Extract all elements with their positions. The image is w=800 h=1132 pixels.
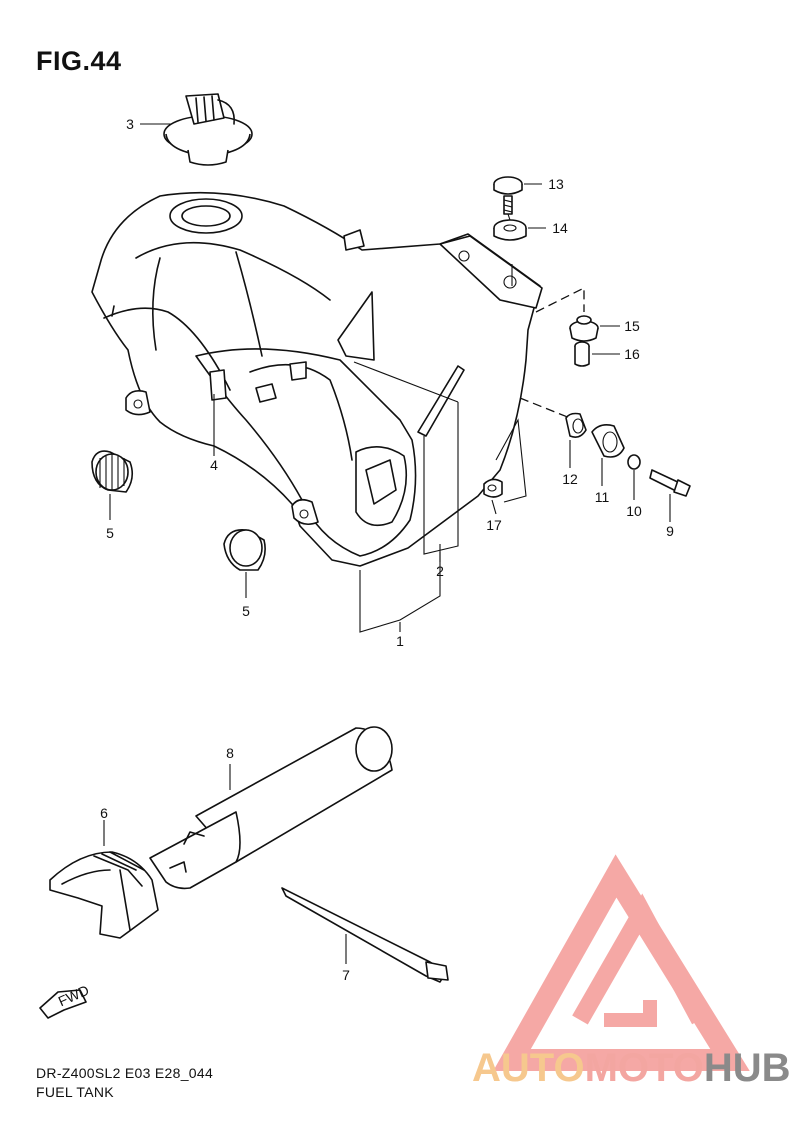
nut-17 <box>483 478 503 498</box>
callout-13: 13 <box>548 176 564 192</box>
callout-9: 9 <box>666 523 674 539</box>
callout-7: 7 <box>342 967 350 983</box>
grommet-lower <box>223 528 266 571</box>
callout-3: 3 <box>126 116 134 132</box>
callout-8: 8 <box>226 745 234 761</box>
callout-5a: 5 <box>106 525 114 541</box>
bolt-9 <box>649 469 691 497</box>
callout-2: 2 <box>436 563 444 579</box>
model-code: DR-Z400SL2 E03 E28_044 <box>36 1065 214 1081</box>
section-name: FUEL TANK <box>36 1084 114 1100</box>
leader-lines <box>103 123 671 964</box>
callout-12: 12 <box>562 471 578 487</box>
bolt-13 <box>493 176 523 215</box>
callout-17: 17 <box>486 517 502 533</box>
callout-15: 15 <box>624 318 640 334</box>
washer-14 <box>493 219 527 241</box>
dashed-assembly-lines <box>519 286 585 419</box>
callout-6: 6 <box>100 805 108 821</box>
collar-16 <box>574 341 590 367</box>
damper-12 <box>565 412 587 438</box>
callout-4: 4 <box>210 457 218 473</box>
callout-1: 1 <box>396 633 404 649</box>
callout-10: 10 <box>626 503 642 519</box>
callout-11: 11 <box>595 489 610 505</box>
callout-14: 14 <box>552 220 568 236</box>
cushion-15 <box>569 315 599 342</box>
bracket-6 <box>49 851 159 939</box>
figure-title: FIG.44 <box>36 46 122 76</box>
cushion-11 <box>591 424 625 458</box>
grommet-left <box>91 450 134 493</box>
cable-tie-7 <box>281 887 449 983</box>
fuel-tank <box>91 191 543 567</box>
collar-10 <box>627 454 641 470</box>
heat-protector-8 <box>149 726 393 890</box>
fuel-cap <box>163 93 253 166</box>
forward-direction-arrow: FWD <box>39 982 91 1019</box>
callout-5b: 5 <box>242 603 250 619</box>
callout-16: 16 <box>624 346 640 362</box>
callout-labels: 1 2 3 4 5 5 6 7 8 9 10 11 12 13 14 15 16… <box>100 116 674 983</box>
